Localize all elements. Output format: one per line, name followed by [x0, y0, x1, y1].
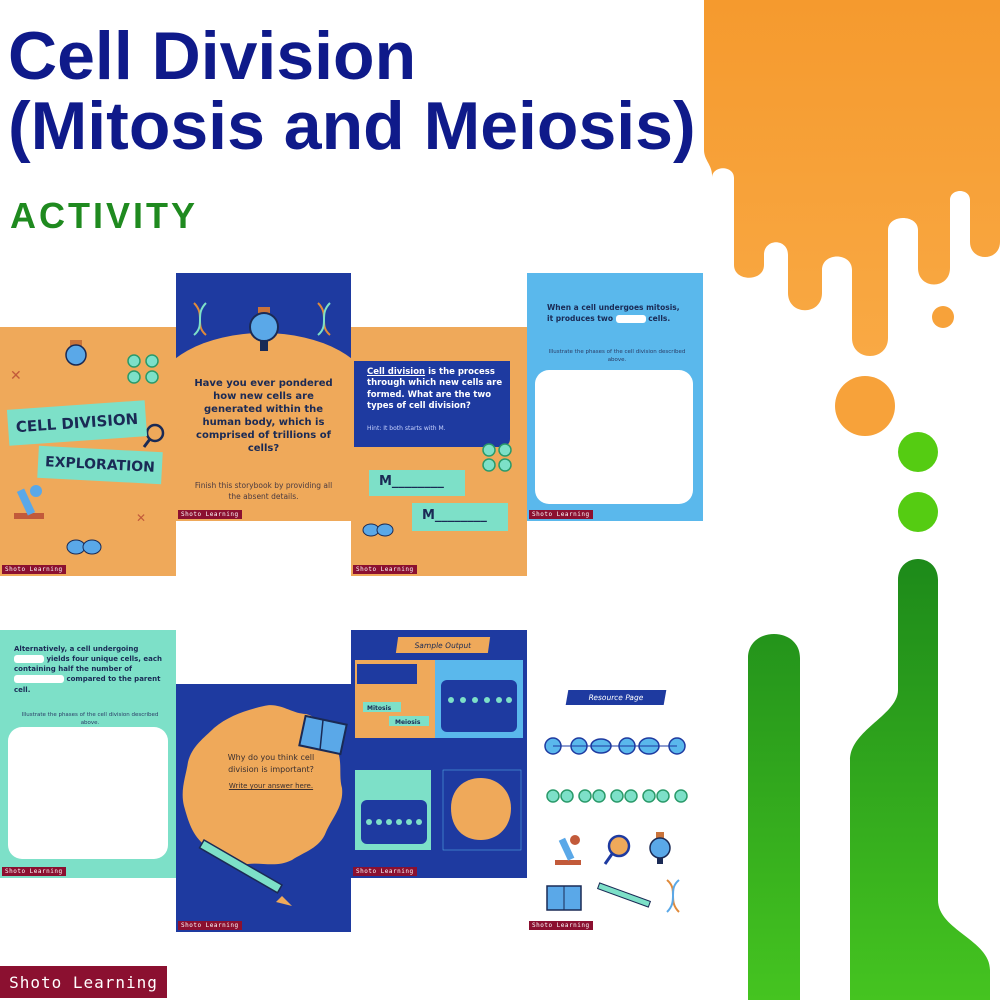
dividing-cell-icon [66, 539, 102, 555]
mini-label-meiosis: Meiosis [395, 719, 421, 726]
book-icon [298, 714, 348, 756]
page-brand-tag: Shoto Learning [353, 867, 417, 876]
page-brand-tag: Shoto Learning [2, 867, 66, 876]
page-title-line-2: (Mitosis and Meiosis) [8, 88, 696, 164]
green-dot-2 [898, 492, 938, 532]
types-term: Cell division [367, 367, 426, 377]
importance-answer-prompt: Write your answer here. [228, 782, 314, 790]
orange-dot-small [932, 306, 954, 328]
resource-clipart [544, 737, 688, 913]
magnifier-icon [603, 834, 631, 865]
cell-row-2 [546, 789, 688, 803]
microscope-icon [555, 835, 581, 865]
cover-title-word-2: EXPLORATION [37, 445, 163, 485]
orange-drip-shape [704, 0, 1000, 356]
page-title-line-1: Cell Division [8, 18, 417, 94]
dividing-cell-icon [362, 523, 394, 537]
cover-illustrations: ✕ ✕ [10, 340, 165, 555]
drawing-area [8, 727, 168, 859]
preview-page-cover: ✕ ✕ CELL DIVISION EXPLORATION Shoto Lear… [0, 327, 176, 576]
types-illustrations [362, 443, 512, 537]
pencil-icon [596, 882, 652, 908]
page-brand-tag: Shoto Learning [353, 565, 417, 574]
microscope-icon [14, 485, 44, 519]
dna-icon-left [193, 302, 207, 336]
importance-illustrations [182, 705, 348, 906]
preview-page-intro: Have you ever pondered how new cells are… [176, 273, 351, 521]
preview-page-resources: Resource Page [527, 684, 703, 932]
orange-dot-large [835, 376, 895, 436]
page-brand-tag: Shoto Learning [529, 921, 593, 930]
intro-instruction: Finish this storybook by providing all t… [194, 481, 333, 501]
preview-page-types: Cell division is the process through whi… [351, 327, 527, 576]
brand-badge: Shoto Learning [0, 966, 167, 998]
meiosis-instruction: Illustrate the phases of the cell divisi… [21, 712, 159, 726]
dna-icon [666, 879, 680, 913]
meiosis-question: Alternatively, a cell undergoing yields … [14, 645, 162, 694]
mini-label-mitosis: Mitosis [367, 705, 392, 712]
flask-bulb-icon [249, 307, 279, 351]
mini-answer-2 [389, 716, 429, 726]
mitosis-question: When a cell undergoes mitosis, it produc… [547, 303, 680, 323]
types-question-rest: is the process through which new cells a… [367, 367, 503, 412]
svg-text:✕: ✕ [136, 511, 146, 525]
importance-question: Why do you think cell division is import… [227, 753, 315, 774]
page-brand-tag: Shoto Learning [2, 565, 66, 574]
types-question: Cell division is the process through whi… [367, 367, 512, 413]
magnifier-icon [142, 423, 165, 448]
microscope-bulb-icon [65, 340, 87, 366]
answer-field-1: M________ [369, 470, 465, 496]
blank-field [14, 675, 64, 684]
preview-page-meiosis: Alternatively, a cell undergoing yields … [0, 630, 176, 878]
pencil-icon [198, 839, 292, 906]
page-brand-tag: Shoto Learning [178, 921, 242, 930]
answer-field-2: M________ [412, 503, 508, 531]
preview-page-sample-output: Sample Output Mitosis Meiosis Shoto Lear… [351, 630, 527, 878]
preview-page-mitosis: When a cell undergoes mitosis, it produc… [527, 273, 703, 521]
cell-cluster-icon [127, 354, 159, 384]
mini-answer-1 [363, 702, 401, 712]
page-brand-tag: Shoto Learning [529, 510, 593, 519]
mitosis-instruction: Illustrate the phases of the cell divisi… [548, 349, 686, 363]
intro-arc [176, 333, 351, 453]
intro-question: Have you ever pondered how new cells are… [194, 378, 333, 454]
types-question-box [354, 361, 510, 447]
green-dot-1 [898, 432, 938, 472]
flask-bulb-icon [649, 832, 671, 864]
activity-subtitle: ACTIVITY [10, 195, 199, 236]
blank-field [615, 314, 646, 323]
green-bar-shape [748, 559, 990, 1000]
blank-field [14, 655, 44, 664]
intro-illustrations [193, 302, 331, 351]
types-hint: Hint: It both starts with M. [367, 425, 446, 432]
sample-output-thumbnails: Mitosis Meiosis [355, 660, 523, 851]
chromosome-x-icon: ✕ [10, 368, 22, 384]
preview-page-importance: Why do you think cell division is import… [176, 684, 351, 932]
drawing-area [535, 370, 693, 504]
cell-cluster-icon [482, 443, 512, 472]
dna-icon-right [317, 302, 331, 336]
book-icon [546, 885, 582, 911]
page-brand-tag: Shoto Learning [178, 510, 242, 519]
